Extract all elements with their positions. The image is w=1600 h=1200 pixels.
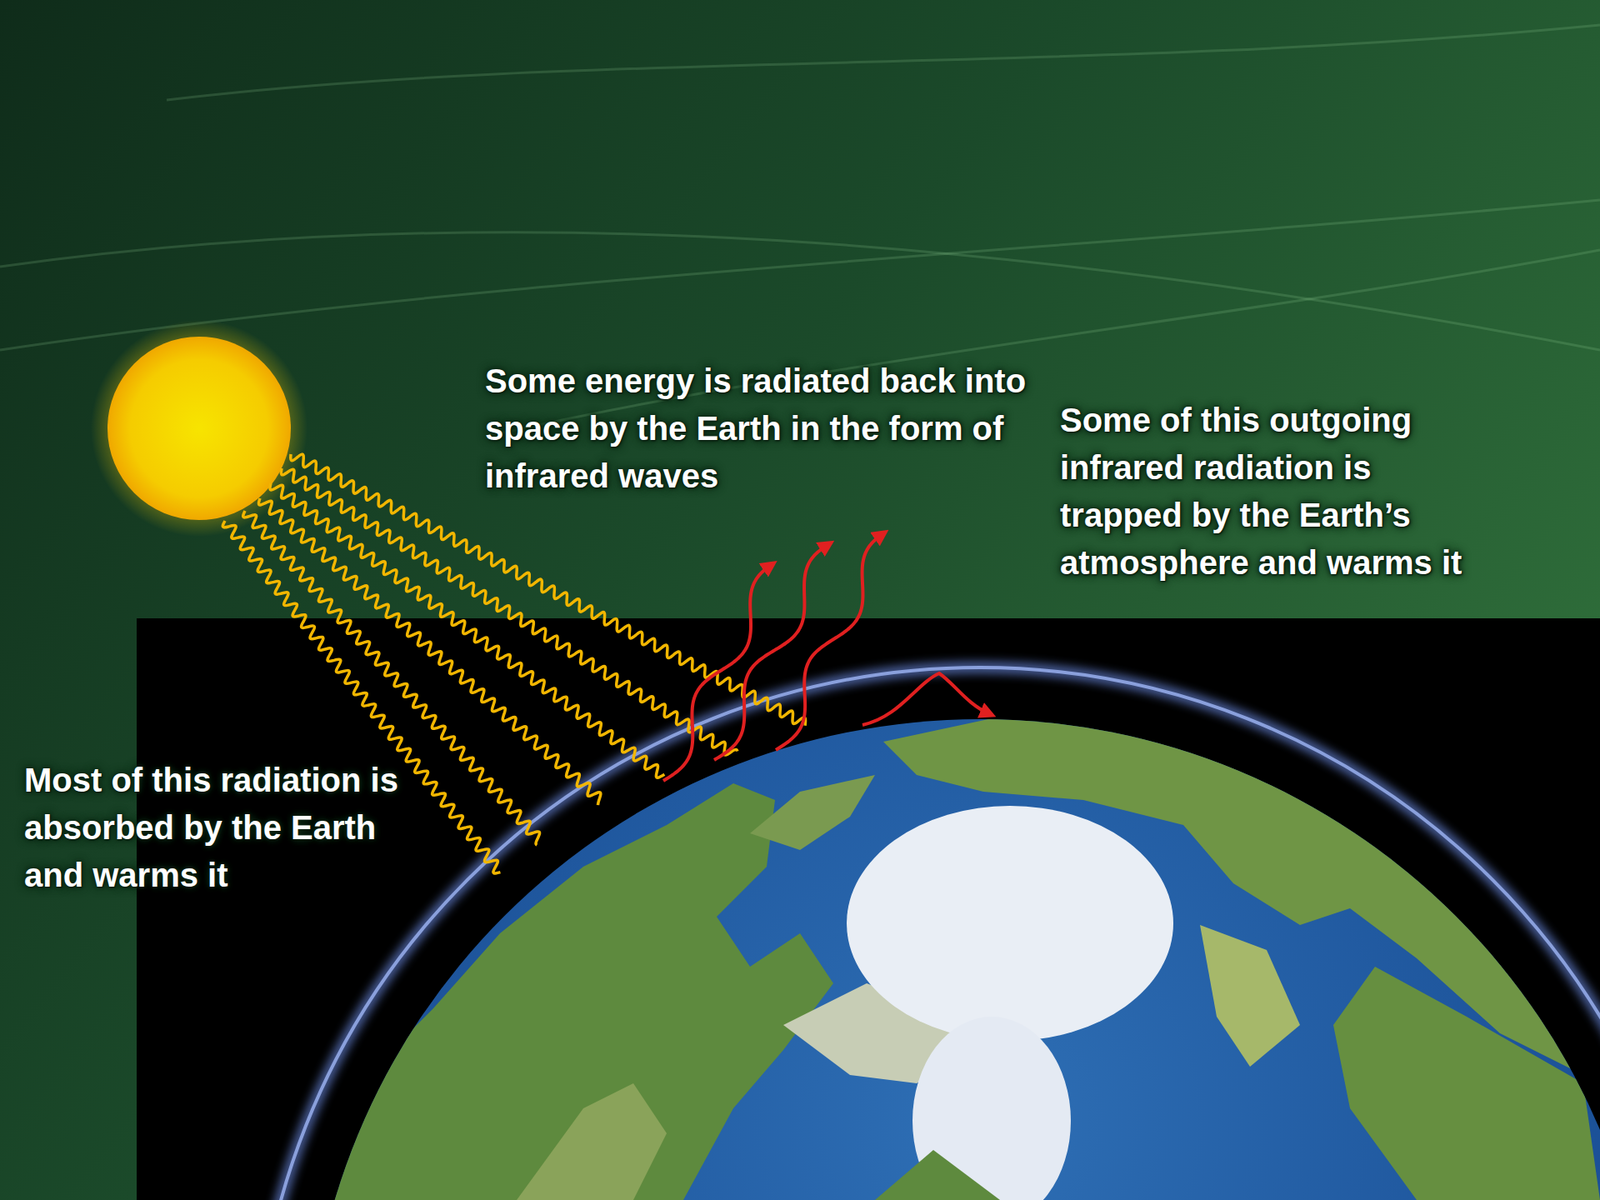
trapped-infrared-arrow [862, 673, 990, 725]
solar-ray [280, 468, 737, 755]
callout-text: Most of this radiation is absorbed by th… [24, 756, 441, 900]
sun [107, 336, 291, 520]
callout-text: Some energy is radiated back into space … [485, 357, 1069, 500]
solar-ray [258, 498, 600, 805]
infrared-waves [663, 533, 990, 781]
infrared-arrow [714, 544, 830, 760]
callout-text: Some of this outgoing infrared radiation… [1060, 396, 1494, 587]
sun-glow [90, 320, 308, 537]
solar-ray [270, 483, 665, 778]
infrared-arrow [663, 564, 772, 781]
earth-surface [316, 716, 1600, 1200]
infrared-arrow [775, 533, 884, 750]
